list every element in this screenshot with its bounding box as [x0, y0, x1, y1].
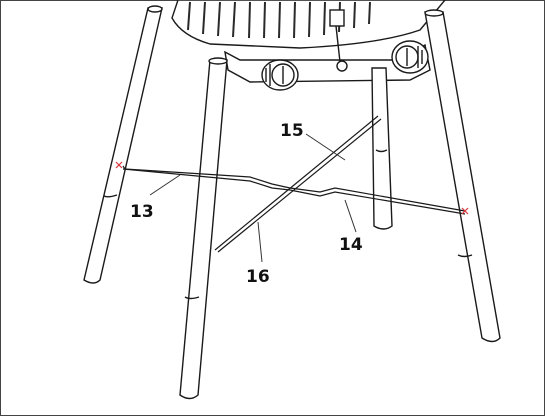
grill-grate — [187, 1, 371, 39]
legs — [83, 5, 501, 400]
control-knob-left — [261, 59, 299, 91]
callout-16: 16 — [246, 267, 270, 287]
fastener-markers — [115, 161, 469, 215]
leg-front-center — [179, 59, 228, 400]
brace-14 — [289, 187, 466, 212]
brace-13 — [122, 165, 291, 189]
callout-14: 14 — [339, 235, 363, 255]
leg-front-right — [424, 11, 501, 343]
leader-lines — [149, 133, 357, 263]
callout-13: 13 — [130, 202, 154, 222]
leg-back-right — [371, 67, 393, 230]
leg-front-left — [83, 7, 163, 284]
leg-braces — [122, 165, 466, 215]
cross-bars — [214, 115, 382, 253]
control-knob-right — [391, 40, 429, 74]
callout-15: 15 — [280, 121, 304, 141]
